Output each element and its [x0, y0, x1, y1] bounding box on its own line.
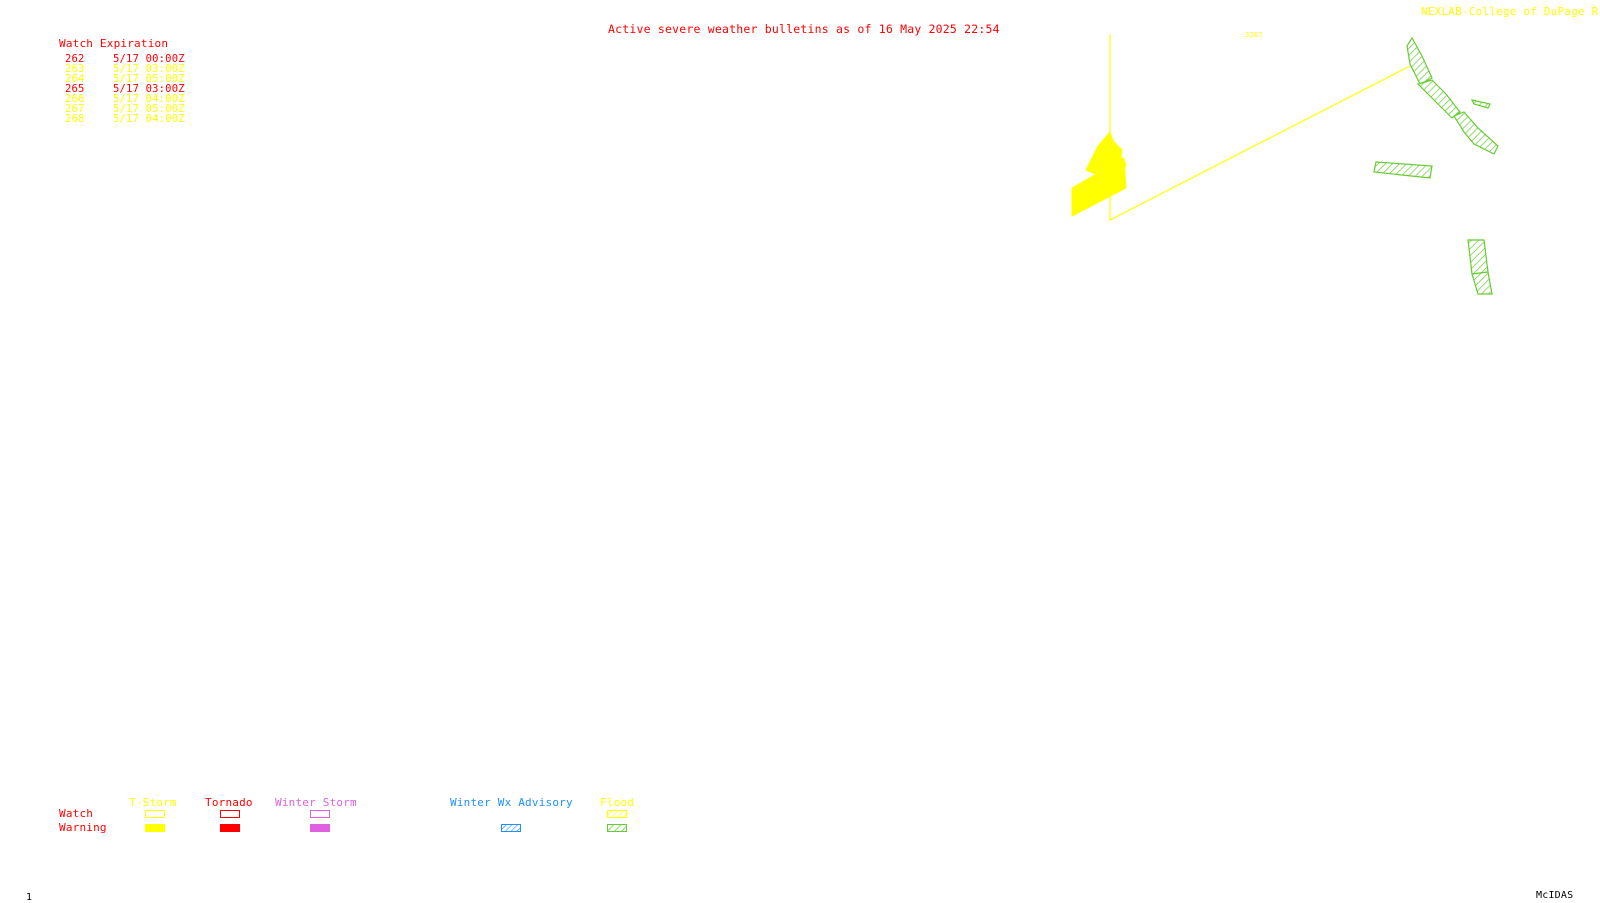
frame-number: 1	[26, 892, 33, 903]
map-small-label: 3267	[1245, 31, 1263, 39]
watch-number: 267	[65, 103, 85, 115]
software-label: McIDAS	[1536, 890, 1574, 901]
tstorm-warning-polygons	[1071, 131, 1127, 217]
legend-winter-storm-watch-swatch	[310, 810, 330, 818]
legend-flood-warning-swatch	[607, 824, 627, 832]
watch-expiration-time: 5/17 04:00Z	[113, 113, 185, 125]
watch-expiration-time: 5/17 04:00Z	[113, 93, 185, 105]
bulletin-title: Active severe weather bulletins as of 16…	[608, 22, 1000, 36]
watch-number: 263	[65, 63, 85, 75]
legend-tstorm-watch-swatch	[145, 810, 165, 818]
watch-expiration-time: 5/17 05:00Z	[113, 73, 185, 85]
watch-number: 268	[65, 113, 85, 125]
tstorm-watch-outline	[1109, 34, 1411, 221]
legend-tstorm-warning-swatch	[145, 824, 165, 832]
legend-winter-storm-warning-swatch	[310, 824, 330, 832]
watch-number: 265	[65, 83, 85, 95]
legend-flood-label: Flood	[600, 796, 635, 809]
legend-winter-advisory-warning-swatch	[501, 824, 521, 832]
legend-tstorm-label: T-Storm	[129, 796, 177, 809]
legend-winter-storm-label: Winter Storm	[275, 796, 357, 809]
watch-list: 262 5/17 00:00Z 263 5/17 03:00Z 264 5/17 05:0…	[65, 54, 215, 126]
legend-tornado-label: Tornado	[205, 796, 253, 809]
legend-tornado-warning-swatch	[220, 824, 240, 832]
legend-winter-advisory-label: Winter Wx Advisory	[450, 796, 573, 809]
watch-expiration-time: 5/17 05:00Z	[113, 103, 185, 115]
watch-number: 266	[65, 93, 85, 105]
legend-flood-watch-swatch	[607, 810, 627, 818]
legend-row-watch: Watch	[59, 807, 94, 820]
legend-row-warning: Warning	[59, 821, 107, 834]
legend-tornado-watch-swatch	[220, 810, 240, 818]
watch-number: 262	[65, 53, 85, 65]
watch-number: 264	[65, 73, 85, 85]
flood-warning-polygons	[1373, 36, 1499, 295]
credit-label: NEXLAB-College of DuPage R	[1421, 5, 1599, 18]
watch-expiration-heading: Watch Expiration	[59, 37, 169, 50]
watch-expiration-time: 5/17 03:00Z	[113, 63, 185, 75]
watch-expiration-time: 5/17 03:00Z	[113, 83, 185, 95]
watch-expiration-time: 5/17 00:00Z	[113, 53, 185, 65]
